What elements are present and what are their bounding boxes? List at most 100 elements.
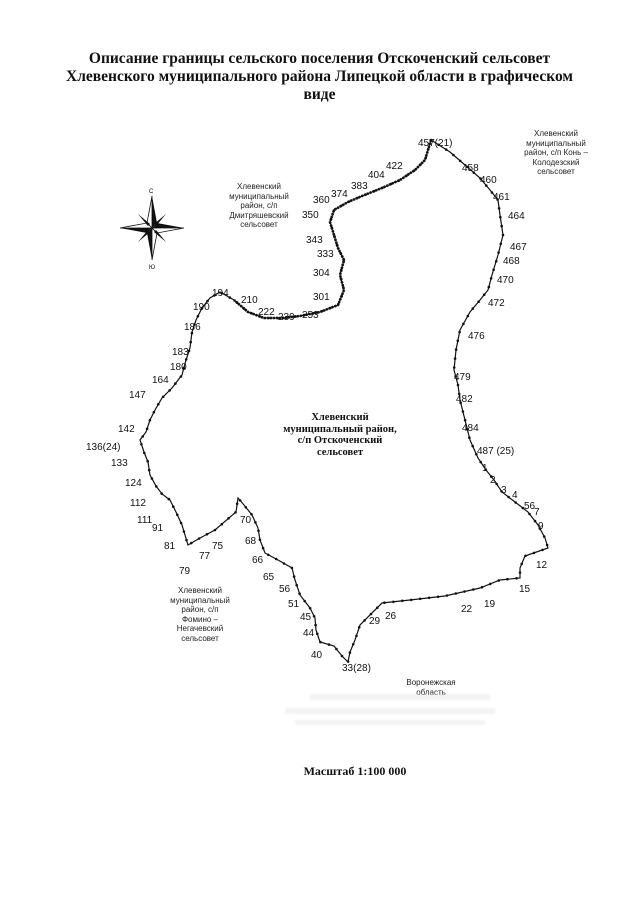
vertex-dot <box>235 502 239 506</box>
vertex-dot <box>146 459 149 463</box>
vertex-dot <box>452 153 455 157</box>
vertex-dot <box>471 307 475 310</box>
vertex-dot <box>475 453 478 456</box>
vertex-dot <box>528 512 531 516</box>
vertex-dot <box>242 307 246 310</box>
vertex-dot <box>381 186 384 190</box>
vertex-dot <box>355 634 358 638</box>
point-label: 9 <box>538 521 544 532</box>
neighbor-label-dmitryashevsky: Хлевенский муниципальный район, с/п Дмит… <box>229 182 289 229</box>
vertex-dot <box>405 174 408 177</box>
point-label: 422 <box>386 161 403 172</box>
vertex-dot <box>456 339 460 343</box>
vertex-dot <box>339 251 342 255</box>
vertex-dot <box>424 156 428 159</box>
vertex-dot <box>397 179 401 182</box>
point-label: 56 <box>279 584 291 595</box>
vertex-dot <box>457 392 461 396</box>
vertex-dot <box>501 233 505 237</box>
vertex-dot <box>412 169 416 172</box>
vertex-dot <box>484 468 488 471</box>
point-label: 458 <box>462 163 479 174</box>
vertex-dot <box>340 204 343 208</box>
vertex-dot <box>257 529 260 533</box>
vertex-dot <box>392 600 395 604</box>
vertex-dot <box>179 375 183 378</box>
vertex-dot <box>489 582 492 586</box>
vertex-dot <box>161 395 165 399</box>
vertex-dot <box>335 243 339 247</box>
vertex-dot <box>465 427 469 431</box>
point-label: 26 <box>385 611 397 622</box>
vertex-dot <box>506 577 509 581</box>
vertex-dot <box>342 286 345 289</box>
vertex-dot <box>150 477 154 480</box>
point-label: 180 <box>170 362 187 373</box>
vertex-dot <box>418 597 422 601</box>
vertex-dot <box>160 492 163 495</box>
vertex-dot <box>185 538 188 542</box>
vertex-dot <box>213 528 217 532</box>
vertex-dot <box>197 537 201 540</box>
point-label: 136(24) <box>86 442 120 453</box>
redacted-strip <box>295 720 485 725</box>
point-label: 253 <box>302 310 319 321</box>
vertex-dot <box>282 562 286 565</box>
point-label: 51 <box>288 599 300 610</box>
vertex-dot <box>176 513 179 517</box>
vertex-dot <box>401 599 404 603</box>
vertex-dot <box>196 314 200 318</box>
vertex-dot <box>351 643 355 646</box>
map-scale: Масштаб 1:100 000 <box>303 764 407 778</box>
vertex-dot <box>340 294 344 298</box>
vertex-dot <box>436 595 440 599</box>
vertex-dot <box>479 177 482 180</box>
vertex-dot <box>213 294 216 297</box>
vertex-dot <box>187 349 191 353</box>
vertex-dot <box>520 562 523 566</box>
vertex-dot <box>485 184 488 187</box>
vertex-dot <box>327 643 331 646</box>
vertex-dot <box>148 418 152 422</box>
vertex-dot <box>452 366 456 369</box>
point-label: 22 <box>461 604 473 615</box>
vertex-dot <box>238 499 242 502</box>
vertex-dot <box>480 585 484 589</box>
vertex-dot <box>427 596 431 600</box>
point-label: 383 <box>351 181 368 192</box>
point-label: 470 <box>497 275 514 286</box>
point-label: 124 <box>125 478 142 489</box>
vertex-dot <box>227 517 230 520</box>
vertex-dot <box>492 268 495 272</box>
vertex-dot <box>454 375 458 378</box>
vertex-dot <box>479 460 483 464</box>
point-label: 111 <box>137 515 153 526</box>
vertex-dot <box>429 139 433 142</box>
redacted-strip <box>285 708 495 714</box>
point-label: 45 <box>300 612 312 623</box>
vertex-dot <box>220 291 224 295</box>
vertex-dot <box>532 551 536 555</box>
vertex-dot <box>276 316 280 320</box>
vertex-dot <box>298 592 301 595</box>
vertex-dot <box>458 330 461 334</box>
point-label: 239 <box>278 312 295 323</box>
vertex-dot <box>190 541 193 545</box>
vertex-dot <box>295 583 299 587</box>
vertex-dot <box>389 182 393 186</box>
point-label: 183 <box>172 347 189 358</box>
point-label: 7 <box>534 507 540 518</box>
point-label: 147 <box>129 390 146 401</box>
vertex-dot <box>461 410 465 413</box>
vertex-dot <box>356 196 359 200</box>
point-label: 2 <box>490 475 496 486</box>
vertex-dot <box>274 557 278 561</box>
vertex-dot <box>320 309 324 313</box>
vertex-dot <box>542 535 546 538</box>
vertex-dot <box>363 619 366 622</box>
vertex-dot <box>340 268 343 272</box>
vertex-dot <box>437 143 440 147</box>
vertex-dot <box>477 300 480 304</box>
vertex-dot <box>471 444 475 448</box>
vertex-dot <box>200 306 204 310</box>
